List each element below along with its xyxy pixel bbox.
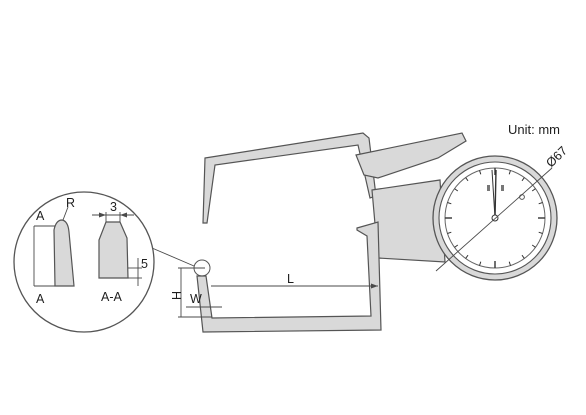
dial-needle-shadow — [491, 169, 496, 219]
length-label: L — [287, 272, 294, 286]
unit-label: Unit: mm — [508, 122, 560, 137]
detail-leader — [151, 247, 195, 267]
dial-needle — [494, 169, 497, 219]
tip-side-profile — [53, 219, 75, 287]
tip-cross-section — [98, 221, 129, 279]
dial-tick — [521, 254, 525, 259]
upper-jaw-arm — [202, 132, 377, 224]
tip-width-label: 3 — [110, 200, 117, 214]
section-a-bottom-label: A — [36, 292, 45, 306]
dial-tick — [531, 188, 536, 192]
tip-height-label: 5 — [141, 257, 148, 271]
lower-frame — [196, 221, 382, 333]
dial-tick — [508, 261, 511, 266]
dial-tick — [479, 261, 482, 266]
section-view-label: A-A — [101, 290, 123, 304]
section-a-top-label: A — [36, 209, 45, 223]
dial-gauge — [432, 155, 558, 281]
dial-tick — [465, 177, 469, 182]
dial-ticks — [445, 168, 545, 268]
upper-lever-arm — [355, 132, 467, 179]
dial-tick — [479, 170, 482, 175]
diameter-leader — [435, 167, 553, 272]
dial-tick — [454, 244, 459, 248]
dial-tick — [454, 188, 459, 192]
diameter-label: Ø67 — [543, 144, 570, 171]
width-label: W — [190, 292, 202, 306]
dial-tick — [465, 254, 469, 259]
dial-tick — [508, 170, 511, 175]
dial-tick — [531, 244, 536, 248]
section-detail: A A R 3 5 A-A — [13, 191, 155, 333]
dial-tick — [538, 231, 543, 234]
dial-tick — [447, 202, 452, 205]
detail-circle — [13, 191, 155, 333]
length-arrow — [371, 283, 378, 289]
tip-width-arrow-left — [99, 212, 106, 218]
tip-width-arrow-right — [120, 212, 127, 218]
dial-tick — [538, 202, 543, 205]
dial-tick — [447, 231, 452, 234]
dial-lug-top-right — [501, 185, 504, 191]
dial-tick — [521, 177, 525, 182]
radius-leader — [62, 206, 69, 221]
height-label: H — [170, 291, 184, 300]
radius-label: R — [66, 196, 75, 210]
dial-lug-top-left — [487, 185, 490, 191]
